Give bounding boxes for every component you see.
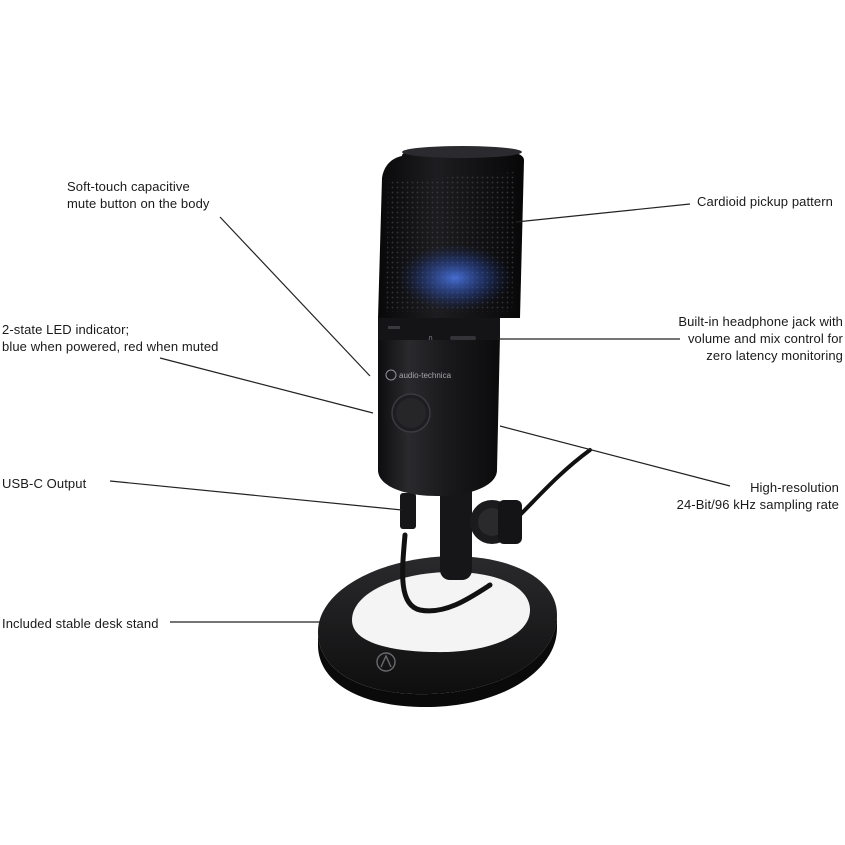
callout-headphone-jack: Built-in headphone jack with volume and …: [678, 313, 843, 364]
mute-button-icon: [391, 393, 431, 433]
usb-cable: [400, 532, 493, 614]
callout-line: volume and mix control for: [687, 331, 843, 346]
leader-line-led: [159, 357, 374, 414]
led-indicator-glow: [397, 244, 513, 312]
mount-yoke: [440, 470, 522, 580]
brand-logo-icon: [376, 652, 396, 672]
callout-usbc-output: USB-C Output: [2, 475, 86, 492]
svg-text:∩: ∩: [428, 334, 433, 342]
microphone-body: ∩: [378, 318, 500, 496]
callout-line: Built-in headphone jack with: [678, 314, 843, 329]
callout-line: 24-Bit/96 kHz sampling rate: [676, 497, 839, 512]
usbc-port: [400, 493, 416, 529]
leader-line-hires: [499, 425, 731, 487]
microphone-head: [378, 146, 524, 318]
callout-line: Cardioid pickup pattern: [697, 194, 833, 209]
leader-line-usbc: [109, 480, 403, 511]
callout-line: blue when powered, red when muted: [2, 339, 219, 354]
callout-line: mute button on the body: [67, 196, 210, 211]
headphone-volume-control: [450, 336, 476, 340]
callout-line: High-resolution: [750, 480, 839, 495]
callout-line: 2-state LED indicator;: [2, 322, 130, 337]
callout-high-resolution: High-resolution 24-Bit/96 kHz sampling r…: [677, 479, 839, 513]
leader-lines: [109, 203, 731, 623]
leader-line-cardioid: [515, 203, 691, 223]
brand-text: audio-technica: [399, 371, 452, 380]
callout-led-indicator: 2-state LED indicator; blue when powered…: [2, 321, 219, 355]
callout-line: USB-C Output: [2, 476, 87, 491]
desk-stand: [318, 556, 557, 708]
callout-line: zero latency monitoring: [706, 348, 843, 363]
callout-line: Soft-touch capacitive: [67, 179, 190, 194]
callout-mute-button: Soft-touch capacitive mute button on the…: [67, 178, 210, 212]
usb-cable-rear: [518, 448, 592, 517]
callout-cardioid-pattern: Cardioid pickup pattern: [697, 193, 833, 210]
leader-line-mute: [219, 216, 371, 377]
callout-line: Included stable desk stand: [2, 616, 159, 631]
body-brand-mark: audio-technica: [385, 369, 452, 381]
callout-desk-stand: Included stable desk stand: [2, 615, 159, 632]
